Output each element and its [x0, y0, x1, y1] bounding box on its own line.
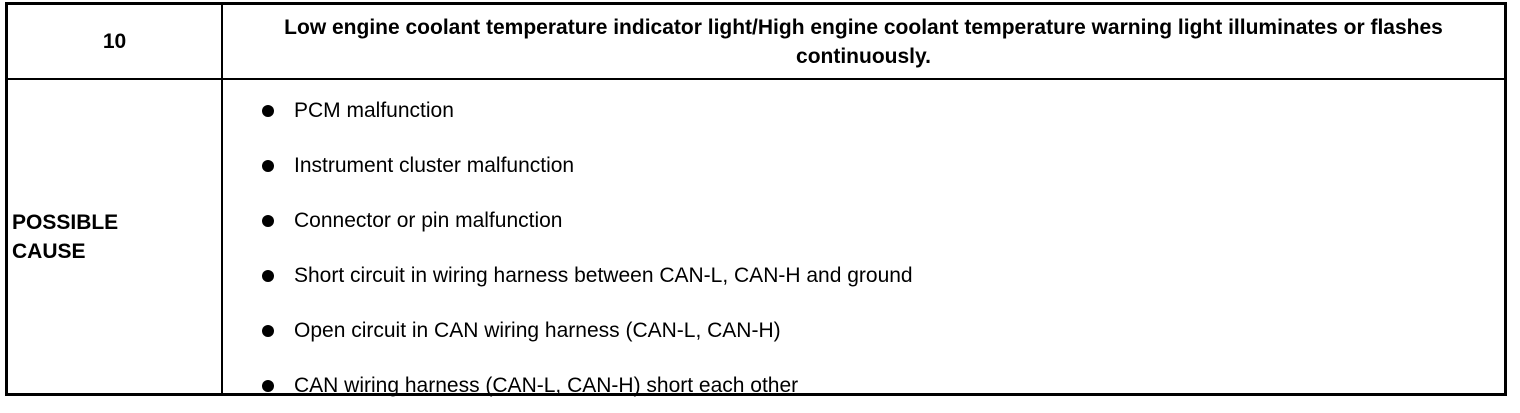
list-item: CAN wiring harness (CAN-L, CAN-H) short …: [262, 358, 913, 413]
bullet-icon: [262, 159, 274, 172]
column-divider: [221, 5, 223, 393]
bullet-icon: [262, 324, 274, 337]
bullet-icon: [262, 269, 274, 282]
diagnostic-table: 10 Low engine coolant temperature indica…: [5, 2, 1507, 396]
cause-text: Open circuit in CAN wiring harness (CAN-…: [294, 318, 781, 342]
possible-cause-list: PCM malfunction Instrument cluster malfu…: [262, 83, 913, 413]
step-title: Low engine coolant temperature indicator…: [284, 15, 1443, 68]
list-item: Short circuit in wiring harness between …: [262, 248, 913, 303]
cause-text: Short circuit in wiring harness between …: [294, 263, 913, 287]
step-number: 10: [102, 29, 127, 53]
cause-text: Connector or pin malfunction: [294, 208, 563, 232]
row-divider: [8, 78, 1504, 80]
bullet-icon: [262, 379, 274, 392]
list-item: PCM malfunction: [262, 83, 913, 138]
cause-text: Instrument cluster malfunction: [294, 153, 575, 177]
possible-cause-label: POSSIBLE CAUSE: [12, 211, 119, 263]
cause-text: CAN wiring harness (CAN-L, CAN-H) short …: [294, 373, 799, 397]
list-item: Connector or pin malfunction: [262, 193, 913, 248]
bullet-icon: [262, 214, 274, 227]
list-item: Open circuit in CAN wiring harness (CAN-…: [262, 303, 913, 358]
bullet-icon: [262, 104, 274, 117]
list-item: Instrument cluster malfunction: [262, 138, 913, 193]
cause-text: PCM malfunction: [294, 98, 454, 122]
